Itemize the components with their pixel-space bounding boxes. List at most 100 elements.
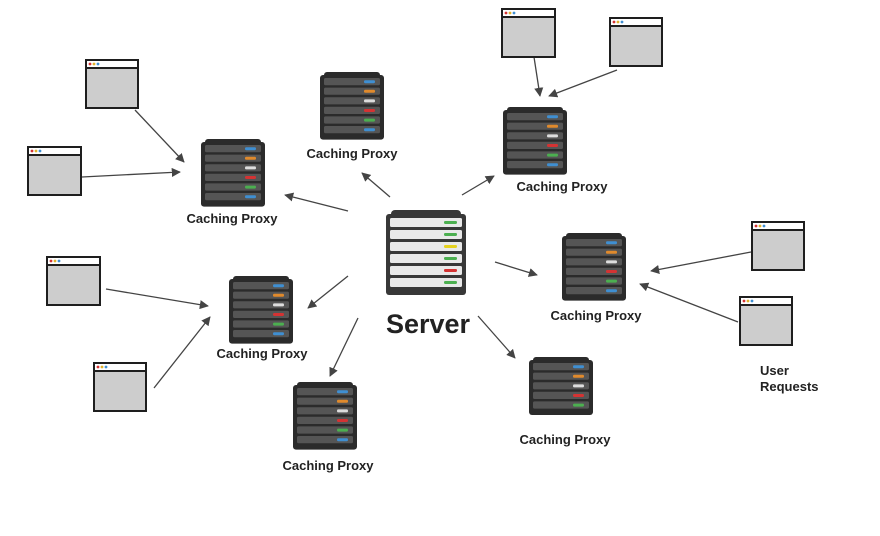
window-titlebar — [93, 362, 147, 372]
window-titlebar — [739, 296, 793, 306]
rack-led — [547, 124, 558, 128]
proxy-label-top-left: Caching Proxy — [186, 211, 278, 226]
window-dot-yellow — [616, 20, 620, 24]
rack-led — [245, 147, 256, 151]
browser-window-icon — [739, 296, 793, 346]
window-titlebar — [751, 221, 805, 231]
browser-window-icon — [85, 59, 139, 109]
rack-slot — [205, 173, 261, 181]
arrows — [81, 56, 752, 389]
rack-slot — [233, 282, 289, 290]
arrow-user-to-proxy-h — [153, 316, 211, 389]
server-led — [444, 245, 457, 248]
proxy-rack-top-right — [503, 107, 567, 175]
window-dot-blue — [762, 224, 766, 228]
rack-led — [547, 115, 558, 119]
rack-led — [337, 428, 348, 432]
proxy-rack-top-center — [320, 72, 384, 140]
rack-slot — [324, 116, 380, 124]
rack-slot — [297, 426, 353, 434]
rack-led — [547, 134, 558, 138]
window-titlebar — [46, 256, 101, 266]
window-dot-blue — [750, 299, 754, 303]
proxy-rack-left — [229, 276, 293, 344]
rack-led — [273, 332, 284, 336]
rack-led — [364, 80, 375, 84]
server-label: Server — [386, 309, 471, 339]
server-slot — [390, 278, 462, 287]
server-slot — [390, 218, 462, 227]
server-led — [444, 281, 457, 284]
user-requests-label-line2: Requests — [760, 379, 819, 394]
window-titlebar — [501, 8, 556, 18]
rack-slot — [297, 397, 353, 405]
browser-window-icon — [501, 8, 556, 58]
rack-led — [573, 384, 584, 388]
arrow-server-to-proxy-right — [494, 261, 538, 277]
rack-slot — [566, 267, 622, 275]
window-dot-blue — [57, 259, 61, 263]
rack-slot — [233, 330, 289, 338]
rack-slot — [205, 183, 261, 191]
proxy-label-right: Caching Proxy — [550, 308, 642, 323]
window-dot-blue — [620, 20, 624, 24]
arrow-user-to-proxy-g — [105, 288, 209, 310]
rack-slot — [324, 97, 380, 105]
arrow-server-to-proxy-bottom-center — [329, 317, 359, 377]
window-dot-red — [96, 365, 100, 369]
window-dot-blue — [104, 365, 108, 369]
rack-slot — [533, 363, 589, 371]
rack-slot — [507, 151, 563, 159]
arrow-server-to-proxy-top-left — [284, 192, 349, 212]
rack-led — [547, 153, 558, 157]
rack-led — [606, 289, 617, 293]
rack-slot — [297, 388, 353, 396]
browser-window-icon — [46, 256, 101, 306]
window-dot-yellow — [92, 62, 96, 66]
rack-led — [573, 365, 584, 369]
browser-window-icon — [751, 221, 805, 271]
rack-led — [364, 89, 375, 93]
arrow-server-to-proxy-bottom-right — [477, 315, 516, 359]
rack-slot — [507, 113, 563, 121]
window-dot-yellow — [53, 259, 57, 263]
rack-slot — [233, 301, 289, 309]
rack-slot — [533, 401, 589, 409]
window-dot-yellow — [34, 149, 38, 153]
arrow-server-to-proxy-top-right — [461, 175, 495, 196]
window-titlebar — [27, 146, 82, 156]
rack-slot — [297, 407, 353, 415]
window-dot-yellow — [746, 299, 750, 303]
rack-led — [573, 374, 584, 378]
arrow-user-to-proxy-e — [650, 251, 752, 274]
proxy-label-bottom-right: Caching Proxy — [519, 432, 611, 447]
rack-led — [364, 109, 375, 112]
rack-slot — [566, 287, 622, 295]
window-dot-blue — [38, 149, 42, 153]
rack-slot — [566, 277, 622, 285]
rack-led — [337, 438, 348, 442]
proxy-rack-right — [562, 233, 626, 301]
rack-led — [364, 128, 375, 132]
rack-led — [364, 118, 375, 122]
proxy-label-bottom-center: Caching Proxy — [282, 458, 374, 473]
window-dot-yellow — [100, 365, 104, 369]
server-rack — [386, 210, 466, 295]
window-dot-yellow — [508, 11, 512, 15]
server-led — [444, 233, 457, 236]
rack-slot — [533, 372, 589, 380]
rack-led — [245, 195, 256, 199]
rack-led — [273, 322, 284, 326]
rack-led — [606, 260, 617, 264]
rack-led — [273, 284, 284, 288]
rack-slot — [205, 154, 261, 162]
window-titlebar — [85, 59, 139, 69]
rack-slot — [507, 122, 563, 130]
rack-led — [245, 185, 256, 189]
proxy-label-top-center: Caching Proxy — [306, 146, 398, 161]
rack-slot — [324, 106, 380, 114]
rack-led — [337, 419, 348, 422]
window-dot-red — [30, 149, 34, 153]
rack-slot — [566, 248, 622, 256]
